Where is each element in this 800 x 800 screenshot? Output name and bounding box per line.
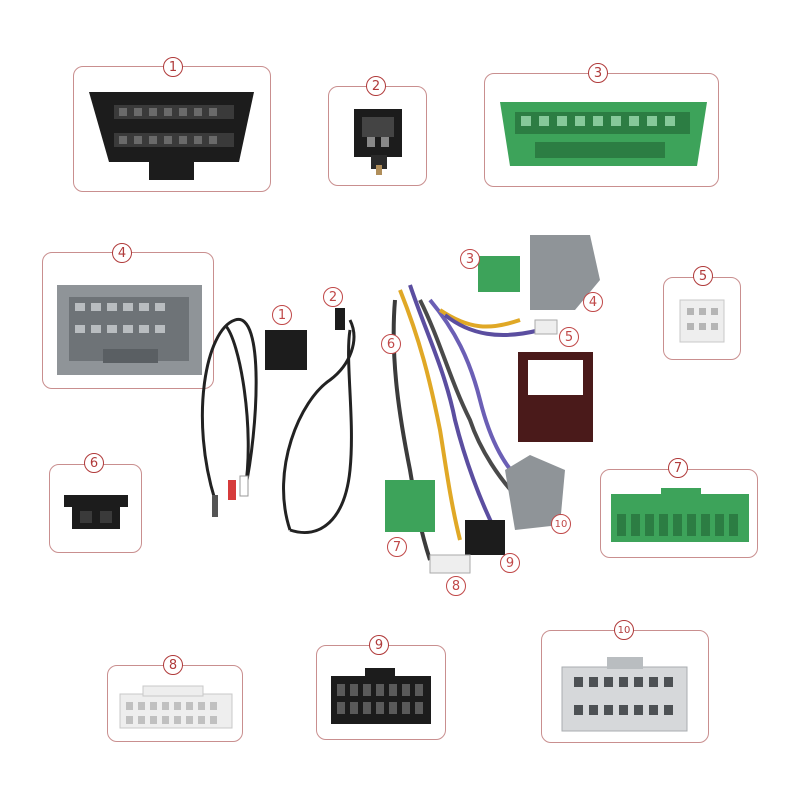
connector-3-panel (484, 73, 719, 187)
harness-label-1: 1 (272, 305, 292, 325)
connector-2-panel (328, 86, 427, 186)
harness-label-7: 7 (387, 537, 407, 557)
connector-8-number-badge: 8 (163, 655, 183, 675)
connector-4-number-badge: 4 (112, 243, 132, 263)
black-connector-9-image (331, 668, 431, 724)
small-black-connector-image (354, 109, 402, 175)
connector-2-number-badge: 2 (366, 76, 386, 96)
connector-10-panel (541, 630, 709, 743)
connector-5-panel (663, 277, 741, 360)
obd-connector-image (89, 92, 254, 180)
connector-9-number-badge: 9 (369, 635, 389, 655)
connector-5-number-badge: 5 (693, 266, 713, 286)
harness-label-6: 6 (381, 334, 401, 354)
harness-label-4: 4 (583, 292, 603, 312)
white-connector-8-image (119, 685, 233, 729)
connector-9-panel (316, 645, 446, 740)
green-connector-3-image (500, 102, 707, 166)
harness-label-10: 10 (551, 514, 571, 534)
connector-3-number-badge: 3 (588, 63, 608, 83)
connector-7-panel (600, 469, 758, 558)
black-connector-6-image (64, 495, 128, 529)
connector-4-panel (42, 252, 214, 389)
connector-7-number-badge: 7 (668, 458, 688, 478)
green-connector-7-image (611, 488, 749, 542)
harness-label-3: 3 (460, 249, 480, 269)
connector-1-panel (73, 66, 271, 192)
harness-label-5: 5 (559, 327, 579, 347)
connector-10-number-badge: 10 (614, 620, 634, 640)
connector-8-panel (107, 665, 243, 742)
harness-label-8: 8 (446, 576, 466, 596)
white-connector-5-image (679, 299, 725, 343)
harness-label-9: 9 (500, 553, 520, 573)
connector-1-number-badge: 1 (163, 57, 183, 77)
connector-6-panel (49, 464, 142, 553)
connector-6-number-badge: 6 (84, 453, 104, 473)
harness-label-2: 2 (323, 287, 343, 307)
grey-connector-4-image (57, 285, 202, 375)
grey-connector-10-image (561, 657, 688, 732)
